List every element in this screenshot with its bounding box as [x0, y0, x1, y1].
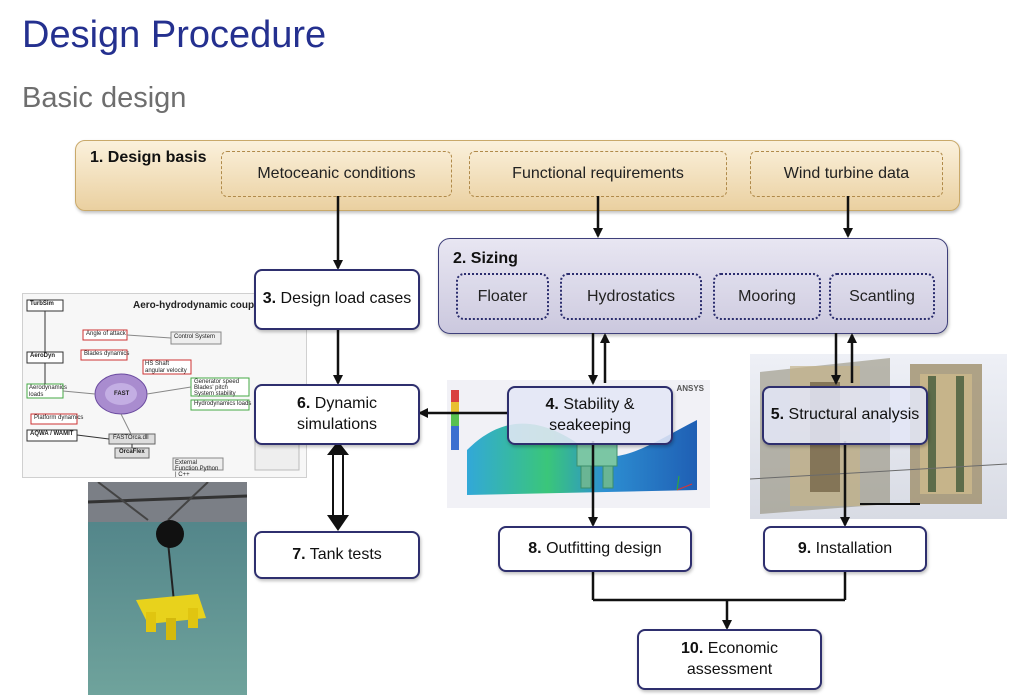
aero-node-aerodyn: AeroDyn [30, 353, 56, 359]
step-5-number: 5. [770, 406, 785, 424]
aero-node-control: Control System [174, 334, 216, 340]
aero-node-blades: Blades dynamics [84, 351, 130, 357]
ansys-logo: ANSYS [676, 384, 704, 393]
wind-turbine-data-box: Wind turbine data [750, 151, 943, 197]
page-title: Design Procedure [22, 14, 327, 56]
aero-node-aero-loads: Aerodynamics loads [29, 385, 68, 398]
aero-node-angle: Angle of attack [86, 331, 126, 337]
step-8-number: 8. [528, 539, 542, 557]
step-5-text: Structural analysis [788, 406, 920, 424]
step-7-number: 7. [292, 545, 306, 563]
aero-node-orcaflex: OrcaFlex [119, 449, 145, 455]
step-8-text: Outfitting design [546, 539, 662, 557]
step-3-text: Design load cases [280, 290, 412, 308]
hydrostatics-box: Hydrostatics [560, 273, 702, 320]
step-outfitting-design: 8. Outfitting design [498, 526, 692, 572]
design-basis-label: 1. Design basis [90, 149, 207, 166]
aero-image-title: Aero-hydrodynamic coupling tools [133, 300, 299, 311]
step-tank-tests: 7. Tank tests [254, 531, 420, 579]
aero-node-fast: FAST [114, 391, 130, 397]
scantling-box: Scantling [829, 273, 935, 320]
step-6-number: 6. [296, 394, 311, 412]
step-3-number: 3. [262, 290, 277, 308]
metoceanic-conditions-box: Metoceanic conditions [221, 151, 452, 197]
floater-box: Floater [456, 273, 549, 320]
sizing-label: 2. Sizing [453, 250, 518, 267]
tank-test-photo [88, 482, 247, 695]
step-economic-assessment: 10. Economic assessment [637, 629, 822, 690]
aero-node-external: External Function Python | C++ [175, 460, 219, 478]
aero-node-hs-shaft: HS Shaft angular velocity [145, 361, 187, 374]
step-design-load-cases: 3. Design load cases [254, 269, 420, 330]
step-4-number: 4. [545, 395, 559, 413]
step-7-text: Tank tests [309, 545, 382, 563]
mooring-box: Mooring [713, 273, 821, 320]
step-9-text: Installation [815, 539, 893, 557]
aero-node-generator: Generator speed Blades' pitch System sta… [194, 379, 240, 397]
page-subtitle: Basic design [22, 82, 187, 114]
aero-node-turbsim: TurbSim [30, 301, 54, 307]
step-stability-seakeeping: 4. Stability & seakeeping [507, 386, 673, 445]
step-6-text: Dynamic simulations [296, 394, 378, 433]
aero-node-platform: Platform dynamics [34, 415, 84, 421]
step-4-text: Stability & seakeeping [549, 395, 635, 434]
step-installation: 9. Installation [763, 526, 927, 572]
aero-node-hydro-loads: Hydrodynamics loads [194, 401, 252, 407]
step-structural-analysis: 5. Structural analysis [762, 386, 928, 445]
step-dynamic-simulations: 6. Dynamic simulations [254, 384, 420, 445]
step-9-number: 9. [797, 539, 812, 557]
aero-node-aqwa: AQWA / WAMIT [30, 431, 74, 437]
step-10-text: Economic assessment [686, 639, 778, 678]
step-10-number: 10. [681, 639, 704, 657]
aero-node-fastorca: FASTOrca.dll [113, 435, 149, 441]
